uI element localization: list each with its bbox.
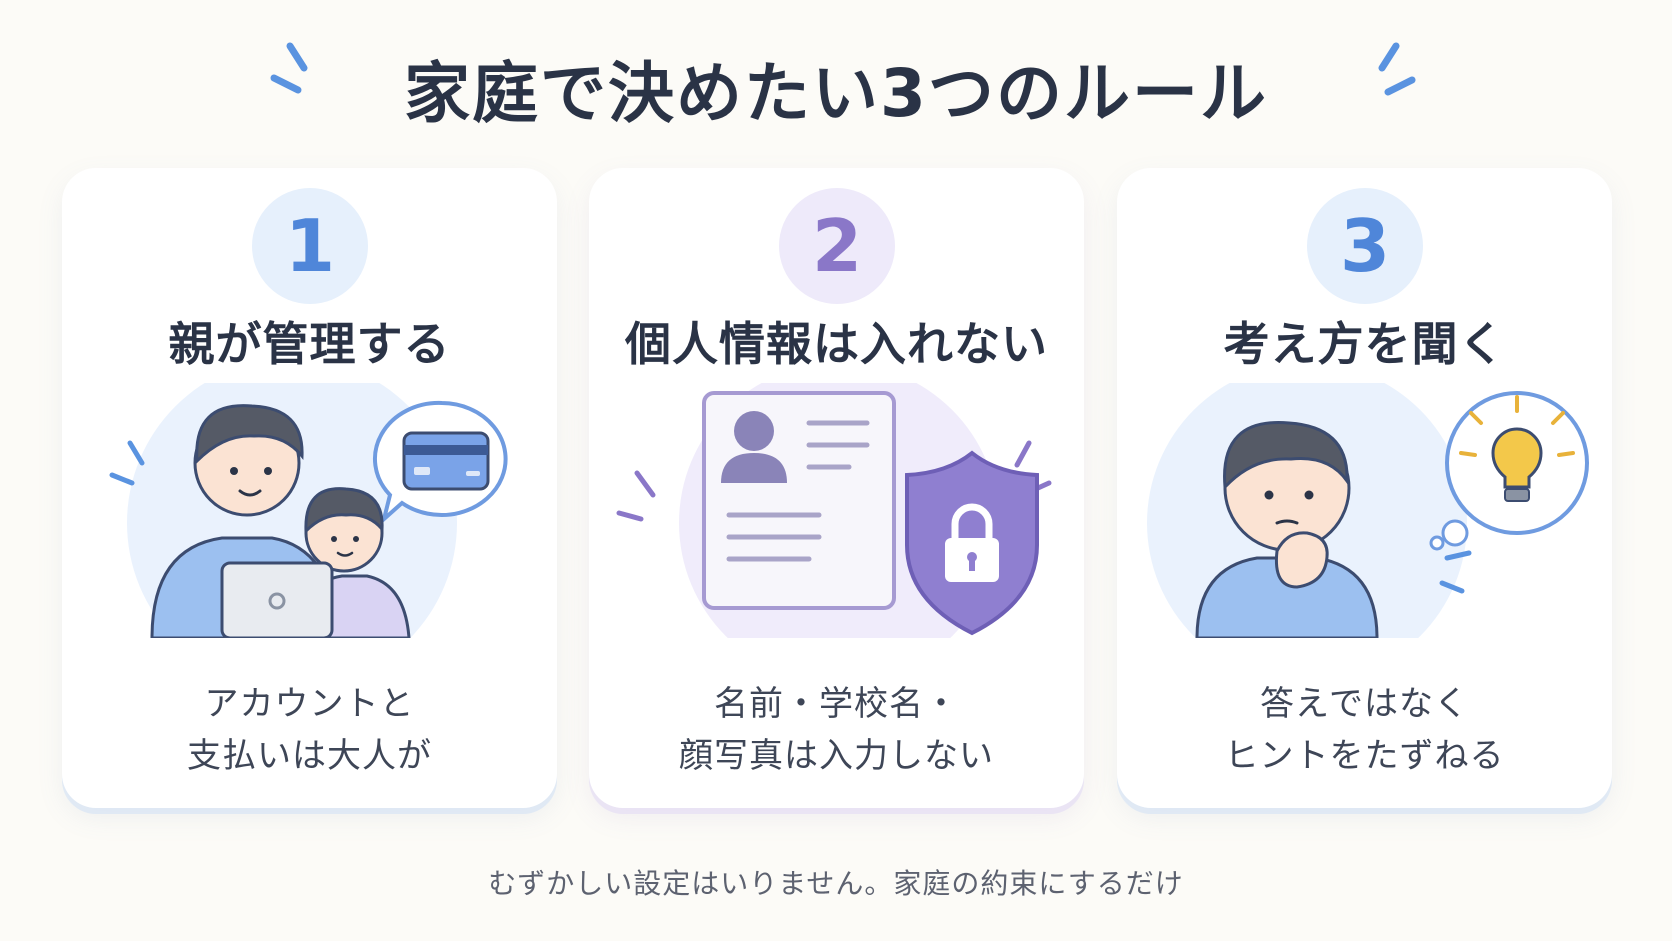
- rule-description: 答えではなく ヒントをたずねる: [1224, 684, 1505, 776]
- sparkle-icon-right: [1378, 42, 1416, 96]
- rule-title: 考え方を聞く: [1223, 317, 1506, 371]
- rule-description: アカウントと 支払いは大人が: [187, 684, 432, 776]
- rule-number-badge: 3: [1307, 188, 1423, 304]
- rule-number-badge: 2: [779, 188, 895, 304]
- rule-title: 個人情報は入れない: [625, 317, 1048, 371]
- page-title: 家庭で決めたい3つのルール: [404, 55, 1268, 132]
- header: 家庭で決めたい3つのルール: [0, 38, 1672, 138]
- footer-note: むずかしい設定はいりません。家庭の約束にするだけ: [488, 867, 1184, 900]
- document-lock-shield-icon: [616, 383, 1052, 638]
- rule-card-2: 2 個人情報は入れない 名前・学校名・ 顔写真は入力しない: [589, 168, 1084, 808]
- thinking-child-lightbulb-icon: [1147, 383, 1589, 638]
- rule-card-3: 3 考え方を聞く 答えではなく ヒントをたずねる: [1117, 168, 1612, 808]
- rule-card-1: 1 親が管理する アカウントと 支: [62, 168, 557, 808]
- parent-child-laptop-icon: [109, 383, 508, 638]
- rule-title: 親が管理する: [168, 317, 451, 371]
- rule-description: 名前・学校名・ 顔写真は入力しない: [679, 684, 994, 776]
- rule-number-badge: 1: [252, 188, 368, 304]
- sparkle-icon-left: [270, 42, 308, 94]
